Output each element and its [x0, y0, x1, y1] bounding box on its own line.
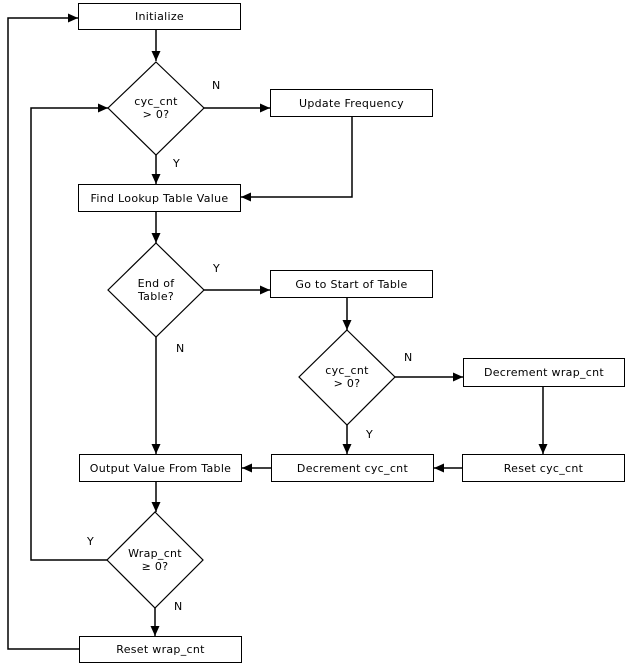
decision-wrap-cnt-line1: Wrap_cnt — [128, 547, 182, 560]
decision-cyc-cnt-2-line2: > 0? — [333, 377, 361, 390]
edge-update-frequency-to-find-lookup — [241, 117, 353, 202]
node-reset-wrap-cnt: Reset wrap_cnt — [79, 636, 242, 663]
node-initialize: Initialize — [78, 3, 241, 30]
branch-label-wrap-yes: Y — [87, 535, 95, 548]
decision-end-of-table-line1: End of — [137, 277, 175, 290]
node-reset-cyc-cnt: Reset cyc_cnt — [462, 454, 625, 482]
branch-label-cyc1-no: N — [212, 79, 221, 92]
branch-label-cyc1-yes: Y — [173, 157, 181, 170]
branch-label-cyc2-no: N — [404, 351, 413, 364]
decision-end-of-table-label: End of Table? — [106, 277, 206, 303]
edge-reset-wrap-to-initialize — [7, 13, 79, 650]
node-decrement-wrap-cnt: Decrement wrap_cnt — [463, 358, 625, 387]
branch-label-wrap-no: N — [174, 600, 183, 613]
decision-end-of-table-line2: Table? — [137, 290, 175, 303]
decision-cyc-cnt-2-line1: cyc_cnt — [325, 364, 369, 377]
node-decrement-cyc-cnt: Decrement cyc_cnt — [271, 454, 434, 482]
edge-wrap-check-yes-to-cyc1 — [30, 103, 108, 561]
branch-label-end-of-table-no: N — [176, 342, 185, 355]
node-find-lookup-table-value: Find Lookup Table Value — [78, 184, 241, 212]
decision-cyc-cnt-1-label: cyc_cnt > 0? — [106, 95, 206, 121]
node-go-to-start-of-table: Go to Start of Table — [270, 270, 433, 298]
decision-cyc-cnt-1-line2: > 0? — [142, 108, 170, 121]
branch-label-end-of-table-yes: Y — [213, 262, 221, 275]
decision-wrap-cnt-label: Wrap_cnt ≥ 0? — [105, 547, 205, 573]
branch-label-cyc2-yes: Y — [366, 428, 374, 441]
node-output-value-from-table: Output Value From Table — [79, 454, 242, 482]
decision-cyc-cnt-2-label: cyc_cnt > 0? — [297, 364, 397, 390]
node-update-frequency: Update Frequency — [270, 89, 433, 117]
decision-cyc-cnt-1-line1: cyc_cnt — [134, 95, 178, 108]
decision-wrap-cnt-line2: ≥ 0? — [141, 560, 169, 573]
